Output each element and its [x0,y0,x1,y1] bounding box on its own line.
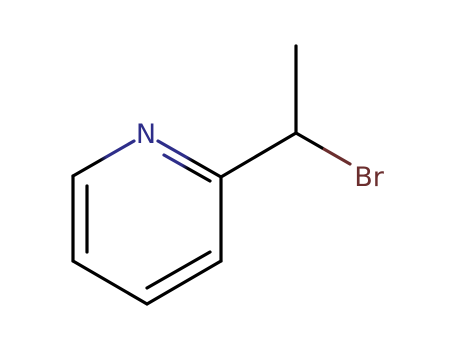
nitrogen-atom-label: N [136,119,156,150]
bond-c4-c3 [145,259,223,306]
bond-n-c2 [156,139,223,179]
bond-n-c6 [71,139,136,178]
bond-c4-c3-inner [145,250,212,290]
bond-n-c2-inner [162,153,212,183]
bond-c2-ch [219,131,298,179]
bond-c5-c4 [71,259,149,306]
bond-ch-br [294,131,352,166]
bromine-atom-label: Br [354,162,385,193]
